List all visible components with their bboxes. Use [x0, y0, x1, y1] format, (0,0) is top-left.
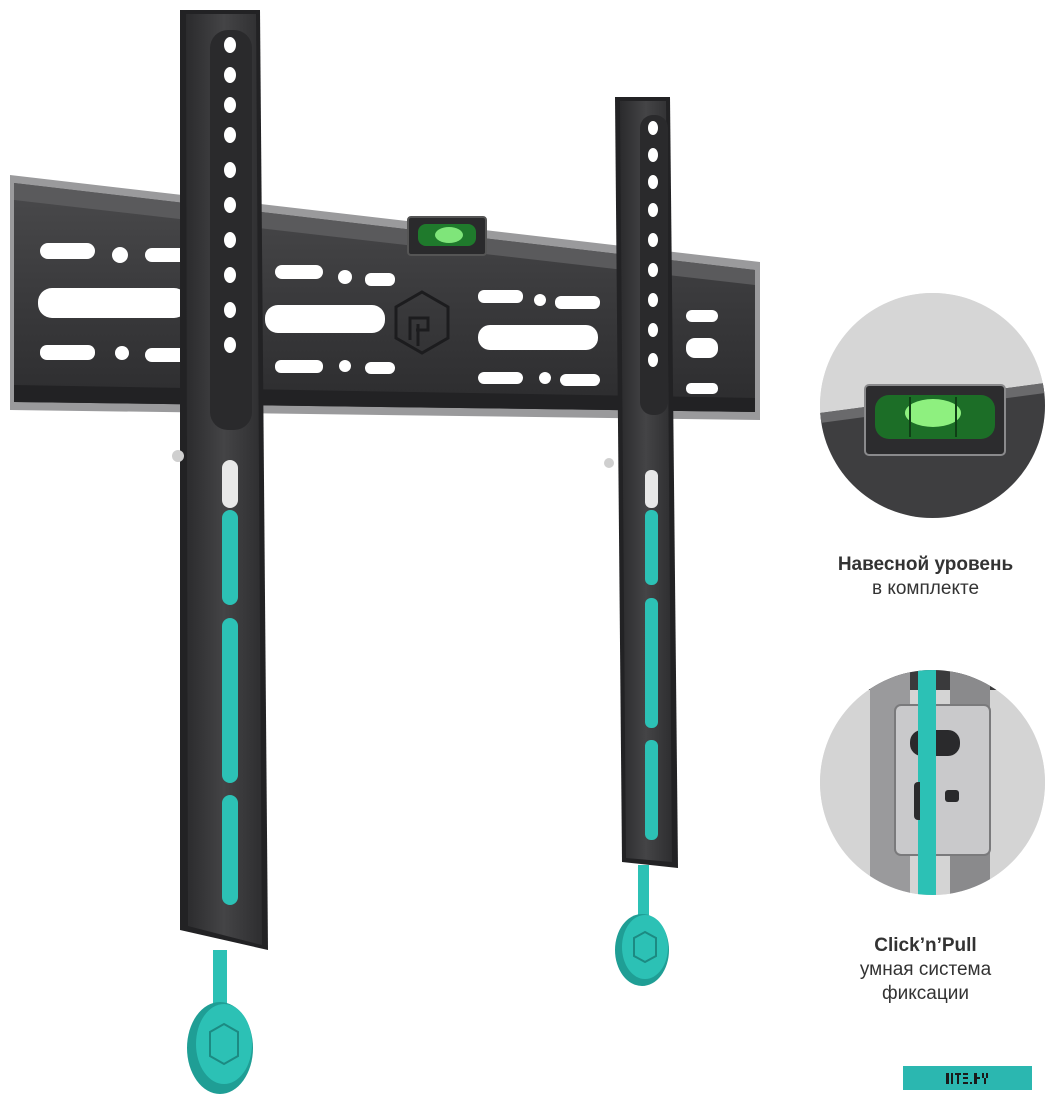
spirit-level-icon: [407, 216, 487, 256]
caption-clip-subtitle-line2: фиксации: [882, 983, 969, 1004]
caption-level-subtitle: в комплекте: [871, 578, 980, 599]
caption-level: Навесной уровень в комплекте: [800, 553, 1051, 601]
spirit-level-closeup: [820, 293, 1045, 518]
left-arm: [172, 10, 268, 1094]
spirit-level-icon: [820, 293, 1045, 518]
caption-clip-title: Click’n’Pull: [874, 935, 977, 956]
right-arm: [604, 97, 678, 986]
clip-latch-closeup: [820, 670, 1045, 895]
watermark-badge: [903, 1066, 1032, 1090]
caption-level-title: Навесной уровень: [837, 554, 1014, 575]
tv-wall-bracket: [10, 10, 760, 1094]
clip-latch-icon: [820, 670, 1045, 895]
caption-clip-subtitle-line1: умная система: [859, 959, 992, 980]
caption-clip: Click’n’Pull умная система фиксации: [800, 934, 1051, 1006]
watermark-logo: [946, 1073, 988, 1084]
hexagon-logo-icon: [394, 290, 450, 355]
